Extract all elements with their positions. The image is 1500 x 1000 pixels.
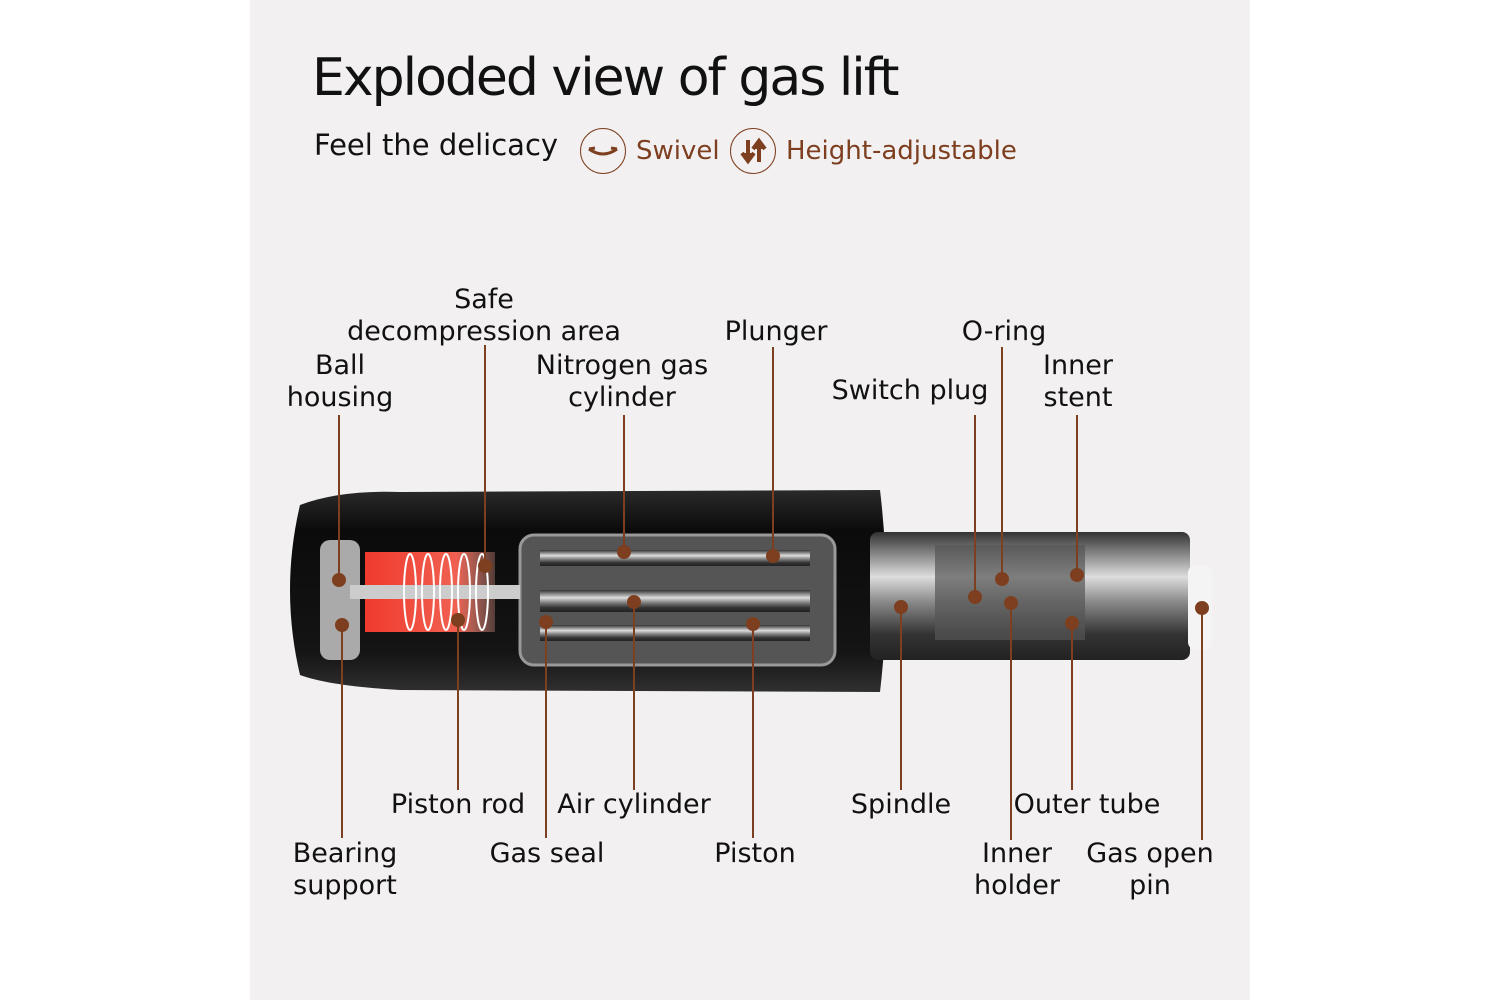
label-safe-decompression-area: Safe decompression area: [347, 284, 621, 347]
label-switch-plug: Switch plug: [831, 375, 989, 406]
leader-dot: [627, 595, 641, 609]
label-nitrogen-gas-cylinder: Nitrogen gas cylinder: [535, 350, 709, 413]
leader-dot: [335, 618, 349, 632]
subtitle: Feel the delicacy: [314, 128, 559, 162]
label-outer-tube: Outer tube: [1013, 789, 1161, 820]
leader-dot: [1065, 616, 1079, 630]
leader-dot: [1004, 596, 1018, 610]
label-ball-housing: Ball housing: [286, 350, 394, 413]
leader-dot: [746, 617, 760, 631]
label-inner-stent: Inner stent: [1043, 350, 1113, 413]
label-o-ring: O-ring: [961, 316, 1047, 347]
label-gas-open-pin: Gas open pin: [1086, 838, 1214, 901]
up-down-arrows-icon: [730, 128, 776, 174]
label-bearing-support: Bearing support: [292, 838, 398, 901]
leader-dot: [766, 549, 780, 563]
leader-dot: [1195, 601, 1209, 615]
page-title: Exploded view of gas lift: [312, 48, 900, 108]
leader-dot: [451, 613, 465, 627]
feature-label: Swivel: [636, 136, 720, 166]
label-air-cylinder: Air cylinder: [557, 789, 711, 820]
leader-dot: [1070, 568, 1084, 582]
leader-dot: [539, 615, 553, 629]
leader-dot: [332, 573, 346, 587]
feature-label: Height-adjustable: [786, 136, 1017, 166]
leader-dot: [478, 559, 492, 573]
label-spindle: Spindle: [850, 789, 952, 820]
leader-dot: [617, 545, 631, 559]
label-gas-seal: Gas seal: [489, 838, 605, 869]
leader-dot: [968, 590, 982, 604]
leader-dot: [894, 600, 908, 614]
label-plunger: Plunger: [724, 316, 828, 347]
label-piston: Piston: [714, 838, 796, 869]
feature-height: Height-adjustable: [730, 128, 1017, 174]
label-piston-rod: Piston rod: [390, 789, 526, 820]
label-inner-holder: Inner holder: [974, 838, 1060, 901]
swivel-arrows-icon: [580, 128, 626, 174]
leader-dot: [995, 572, 1009, 586]
feature-swivel: Swivel: [580, 128, 720, 174]
